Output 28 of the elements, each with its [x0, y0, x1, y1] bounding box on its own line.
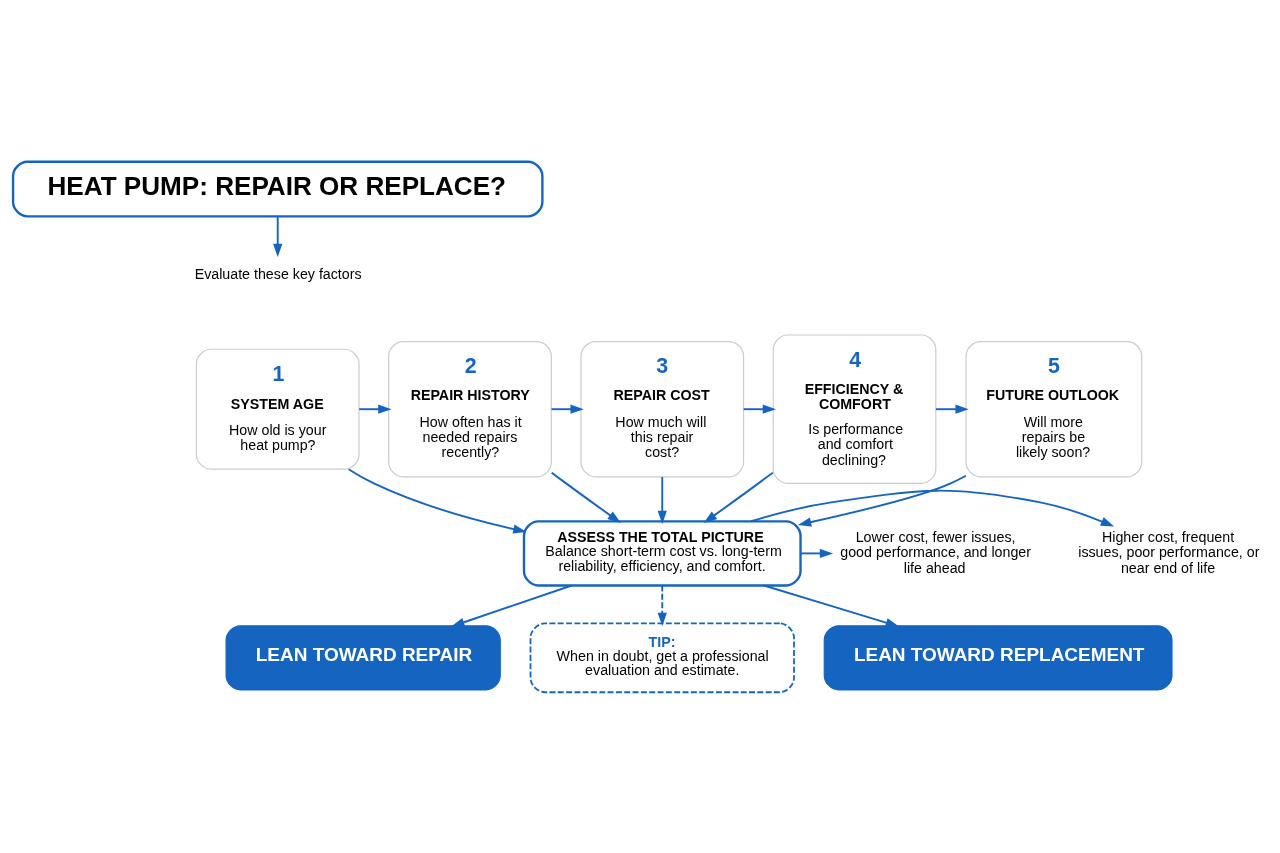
node-text: Evaluate these key factors: [194, 265, 362, 282]
node-box: 1 SYSTEM AGE How old is your heat pump?: [195, 348, 360, 470]
arrow: [550, 471, 621, 523]
node-box: LEAN TOWARD REPAIR: [225, 624, 501, 690]
node-box: 3 REPAIR COST How much will this repair cost?: [580, 340, 745, 477]
node-box: 4 EFFICIENCY & COMFORT Is performance and comfort declining?: [772, 333, 937, 484]
arrow: [273, 215, 283, 257]
arrow: [347, 467, 527, 534]
arrow: [657, 475, 667, 524]
arrow: [703, 471, 774, 523]
node-box: ASSESS THE TOTAL PICTURE Balance short-term cost vs. long-term reliability, efficiency, and comfort.: [522, 519, 802, 587]
arrow: [750, 489, 1115, 527]
arrow: [763, 584, 899, 627]
arrow: [451, 584, 573, 627]
arrow: [742, 404, 777, 414]
node-box: TIP: When in doubt, get a professional evaluation and estimate.: [529, 622, 795, 693]
arrow: [358, 404, 392, 414]
node-box: 2 REPAIR HISTORY How often has it needed repairs recently?: [388, 340, 552, 477]
node-box: HEAT PUMP: REPAIR OR REPLACE?: [11, 160, 544, 218]
node-box: 5 FUTURE OUTLOOK Will more repairs be likely soon?: [965, 340, 1143, 477]
arrow: [797, 474, 967, 527]
arrow: [657, 584, 667, 626]
node-text: Higher cost, frequent issues, poor performance, or near end of life: [1078, 528, 1260, 575]
node-box: LEAN TOWARD REPLACEMENT: [823, 624, 1173, 690]
arrow: [799, 548, 834, 558]
arrow: [934, 404, 969, 414]
arrow: [550, 404, 584, 414]
node-text: Lower cost, fewer issues, good performance, and longer life ahead: [840, 528, 1031, 575]
